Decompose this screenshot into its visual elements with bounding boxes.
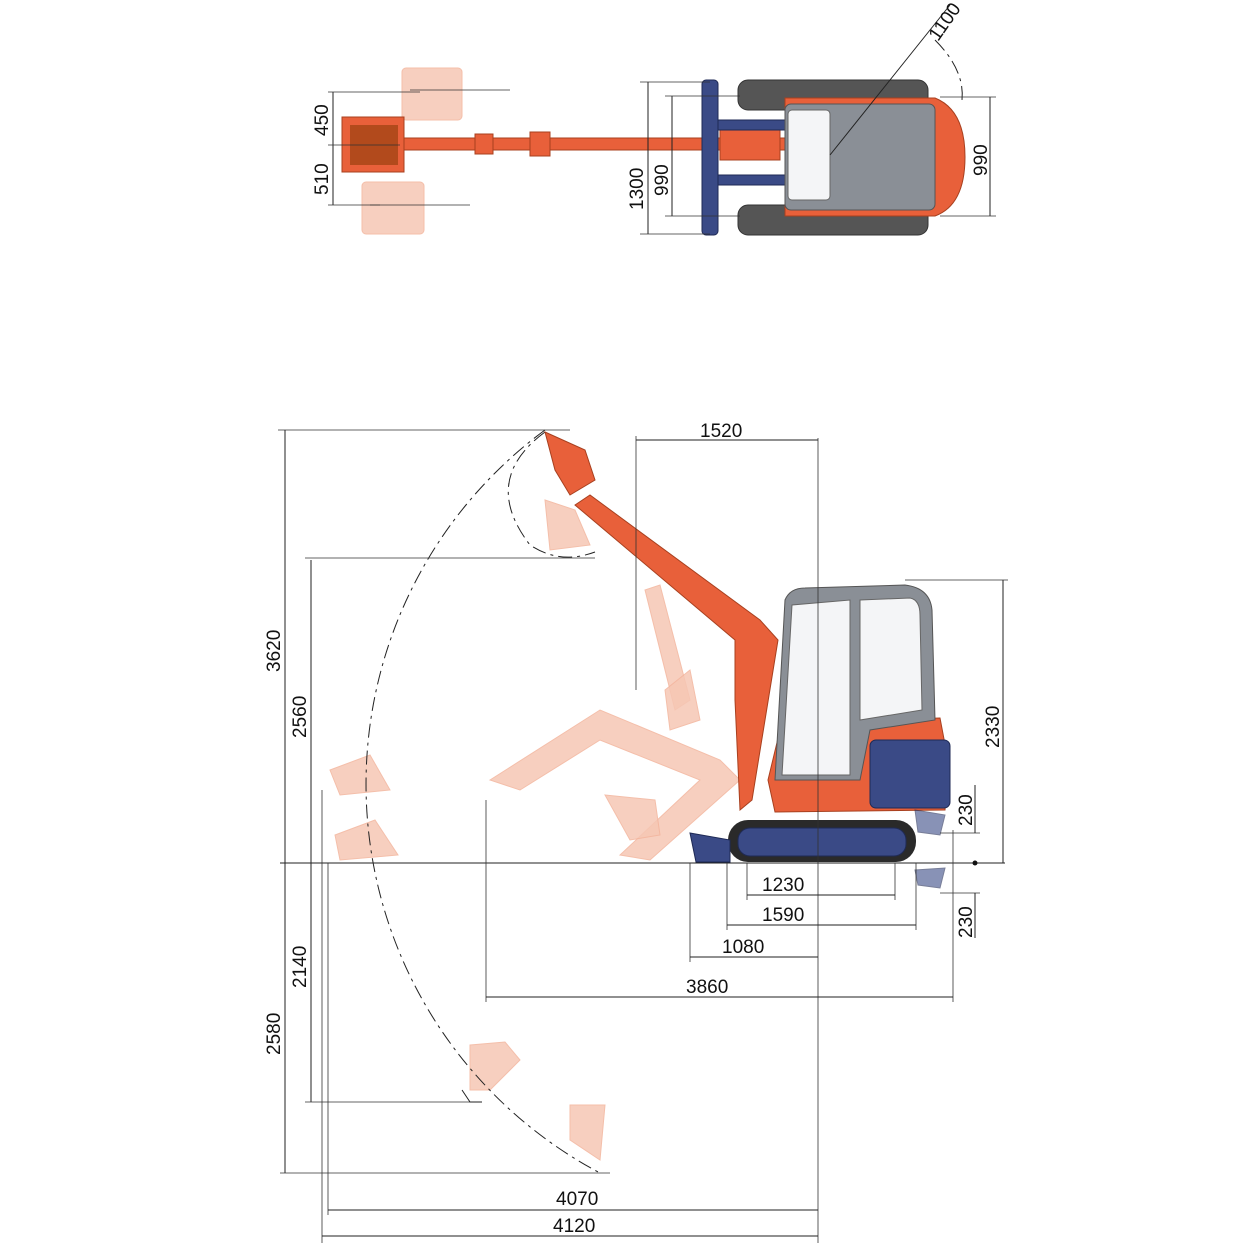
dim-boom-offset: 1520 bbox=[700, 421, 742, 442]
ghost-bucket-upper bbox=[401, 67, 510, 121]
bucket-swing-arc bbox=[507, 431, 596, 558]
dim-max-dig-depth: 2580 bbox=[264, 1013, 285, 1055]
dim-cab-height: 2330 bbox=[983, 706, 1004, 748]
cab-front-glass bbox=[781, 599, 851, 776]
dim-min-swing-radius: 3860 bbox=[686, 977, 728, 998]
dim-max-height: 3620 bbox=[264, 630, 285, 672]
dim-blade-width: 1300 bbox=[627, 168, 648, 210]
top-view: 1100 450 510 1300 990 990 bbox=[312, 0, 996, 236]
dim-vertical-dig-depth: 2140 bbox=[290, 946, 311, 988]
reach-envelope-arc bbox=[365, 429, 601, 1174]
dim-swing-radius-top: 1100 bbox=[925, 0, 966, 45]
counterweight bbox=[869, 739, 951, 809]
dim-track-length: 1590 bbox=[762, 905, 804, 926]
dim-dump-height: 2560 bbox=[290, 696, 311, 738]
dim-track-width: 990 bbox=[652, 164, 673, 196]
side-view: 1520 3620 2560 2330 230 230 1230 1590 10… bbox=[264, 421, 1008, 1243]
ghost-blade-down bbox=[914, 867, 946, 889]
dim-blade-to-center: 1080 bbox=[722, 937, 764, 958]
undercarriage bbox=[689, 820, 916, 863]
bucket-top bbox=[341, 116, 405, 173]
dim-body-width: 990 bbox=[971, 144, 992, 176]
ghost-bucket-lower bbox=[361, 181, 470, 235]
ghost-positions bbox=[329, 499, 741, 1161]
cab-window bbox=[787, 109, 831, 201]
dim-max-reach: 4120 bbox=[553, 1216, 595, 1237]
arm-top bbox=[399, 125, 791, 161]
boom-arm bbox=[544, 431, 779, 812]
dim-ground-reach: 4070 bbox=[556, 1189, 598, 1210]
blade-side bbox=[689, 832, 731, 863]
blade-top bbox=[701, 79, 789, 236]
cab-side-glass bbox=[859, 597, 923, 721]
dim-bucket-offset-right: 510 bbox=[312, 163, 333, 195]
dim-track-contact-length: 1230 bbox=[762, 875, 804, 896]
bucket-side bbox=[544, 431, 596, 496]
dim-bucket-offset-left: 450 bbox=[312, 104, 333, 136]
dim-blade-drop: 230 bbox=[956, 906, 977, 938]
dim-blade-lift: 230 bbox=[956, 794, 977, 826]
ghost-blade-up bbox=[914, 809, 946, 836]
